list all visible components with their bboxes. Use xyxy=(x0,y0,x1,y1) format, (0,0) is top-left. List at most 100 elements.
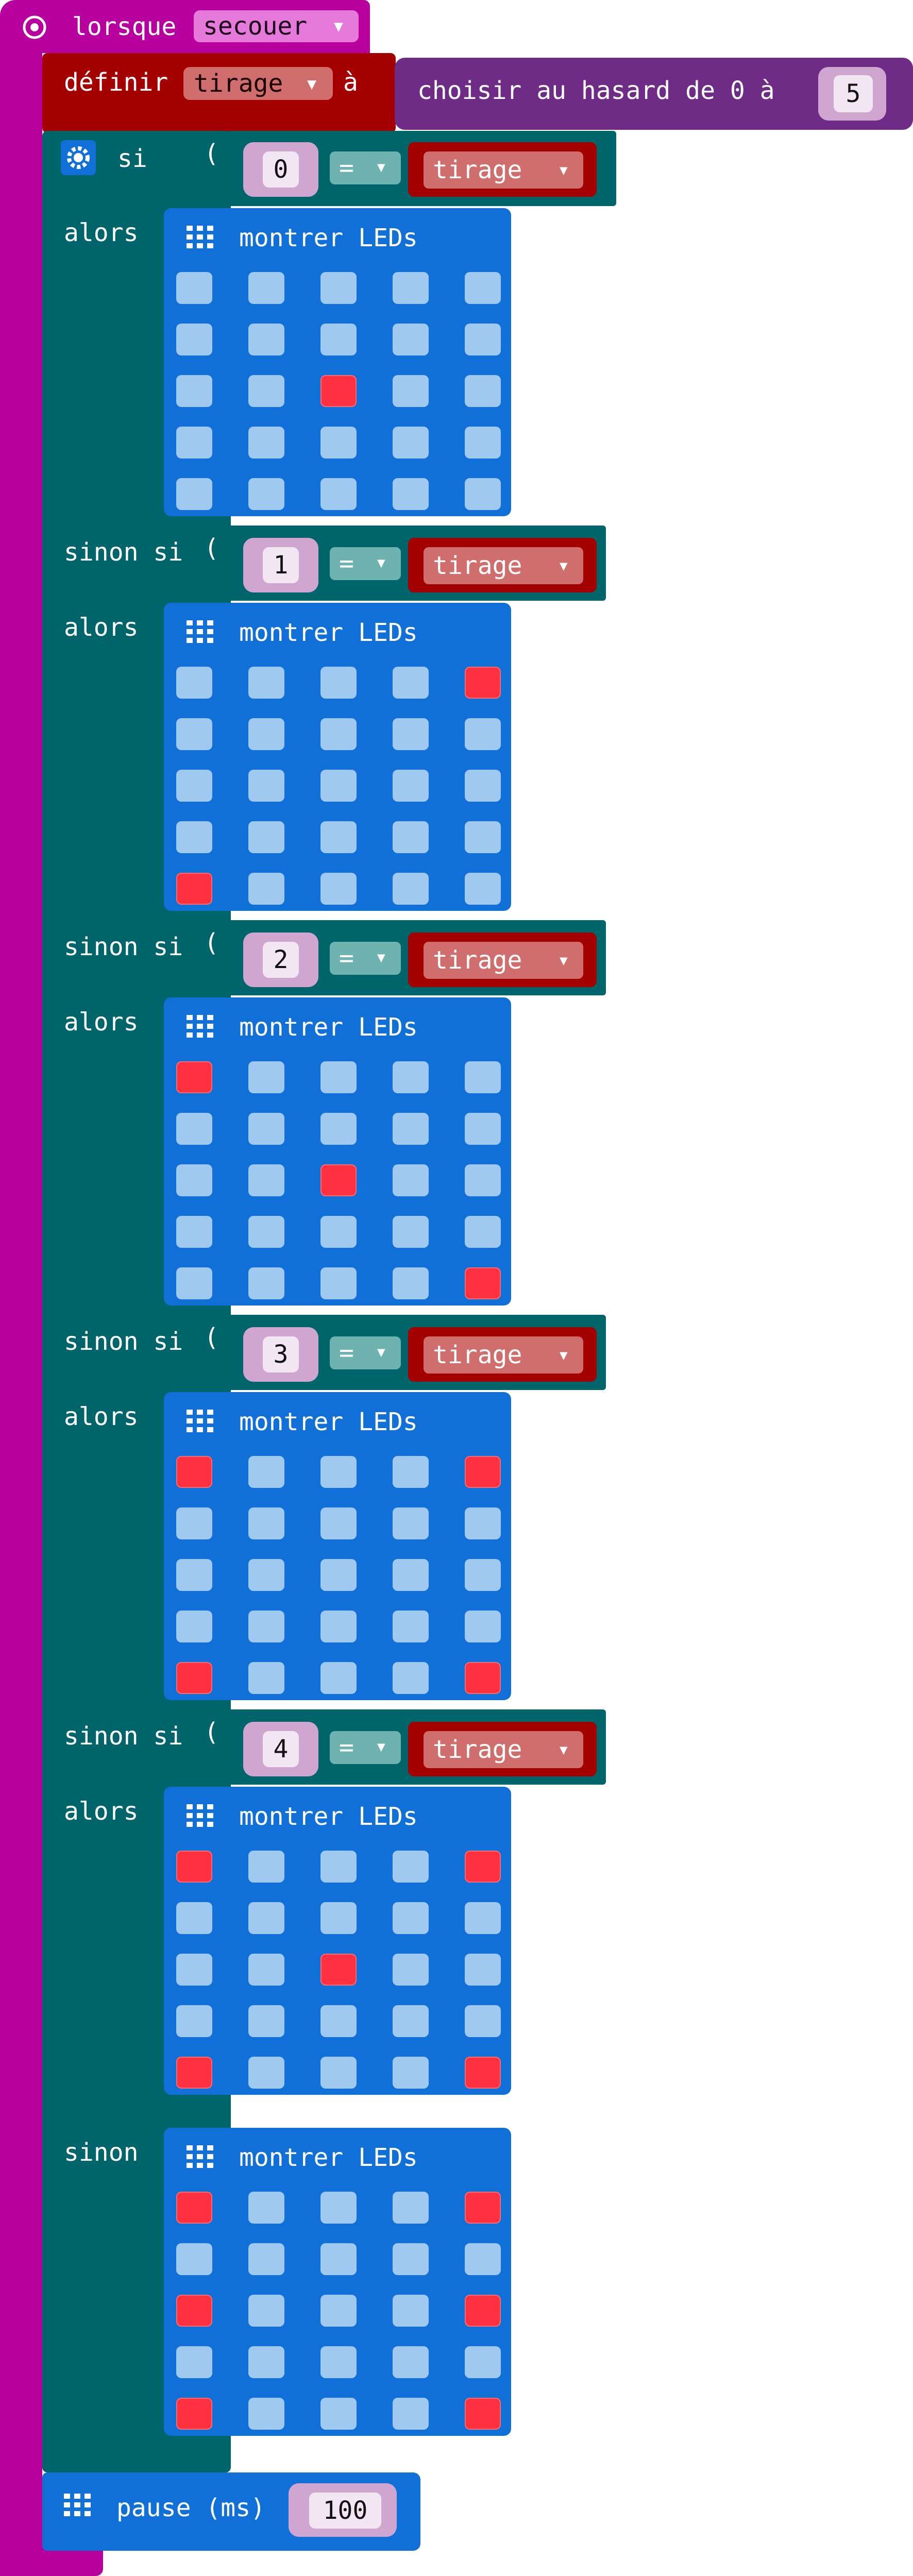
led-cell[interactable] xyxy=(176,2243,212,2275)
compare-left-input[interactable]: 4 xyxy=(243,1722,318,1776)
led-cell[interactable] xyxy=(465,1456,501,1488)
led-cell[interactable] xyxy=(393,1611,429,1642)
led-cell[interactable] xyxy=(465,873,501,905)
led-cell[interactable] xyxy=(320,2346,357,2378)
led-cell[interactable] xyxy=(176,1902,212,1934)
led-cell[interactable] xyxy=(393,324,429,355)
led-cell[interactable] xyxy=(320,272,357,304)
led-cell[interactable] xyxy=(393,375,429,407)
led-cell[interactable] xyxy=(248,770,284,802)
led-cell[interactable] xyxy=(465,1559,501,1591)
variable-dropdown[interactable]: tirage ▼ xyxy=(424,1336,583,1374)
led-cell[interactable] xyxy=(248,718,284,750)
pause-value-input[interactable]: 100 xyxy=(289,2483,397,2537)
led-cell[interactable] xyxy=(320,2243,357,2275)
led-cell[interactable] xyxy=(465,1507,501,1539)
led-cell[interactable] xyxy=(393,1456,429,1488)
led-cell[interactable] xyxy=(176,1216,212,1248)
led-cell[interactable] xyxy=(320,718,357,750)
led-cell[interactable] xyxy=(465,2346,501,2378)
compare-operator-dropdown[interactable]: = ▼ xyxy=(330,151,401,184)
led-cell[interactable] xyxy=(176,427,212,459)
led-cell[interactable] xyxy=(465,1164,501,1196)
led-cell[interactable] xyxy=(320,1216,357,1248)
led-cell[interactable] xyxy=(320,478,357,510)
led-cell[interactable] xyxy=(176,770,212,802)
led-cell[interactable] xyxy=(465,2398,501,2430)
led-cell[interactable] xyxy=(248,821,284,853)
led-cell[interactable] xyxy=(248,1954,284,1986)
led-cell[interactable] xyxy=(393,1164,429,1196)
led-cell[interactable] xyxy=(176,667,212,699)
show-leds-block[interactable] xyxy=(164,603,511,911)
led-cell[interactable] xyxy=(393,2005,429,2037)
compare-operator-dropdown[interactable]: = ▼ xyxy=(330,1731,401,1764)
led-cell[interactable] xyxy=(176,1061,212,1093)
led-cell[interactable] xyxy=(393,1559,429,1591)
led-cell[interactable] xyxy=(176,1507,212,1539)
led-cell[interactable] xyxy=(393,1851,429,1883)
led-cell[interactable] xyxy=(320,1113,357,1145)
led-cell[interactable] xyxy=(248,1113,284,1145)
variable-dropdown[interactable]: tirage ▼ xyxy=(424,151,583,189)
led-cell[interactable] xyxy=(248,427,284,459)
led-cell[interactable] xyxy=(393,2346,429,2378)
led-cell[interactable] xyxy=(248,1611,284,1642)
led-cell[interactable] xyxy=(465,1662,501,1694)
led-cell[interactable] xyxy=(393,667,429,699)
led-cell[interactable] xyxy=(248,1507,284,1539)
led-cell[interactable] xyxy=(320,1456,357,1488)
led-cell[interactable] xyxy=(320,821,357,853)
led-cell[interactable] xyxy=(320,1164,357,1196)
led-cell[interactable] xyxy=(393,1216,429,1248)
variable-dropdown[interactable]: tirage ▼ xyxy=(424,1731,583,1768)
led-cell[interactable] xyxy=(320,1267,357,1299)
led-cell[interactable] xyxy=(176,1851,212,1883)
variable-reporter[interactable]: tirage ▼ xyxy=(408,1722,597,1776)
led-cell[interactable] xyxy=(393,427,429,459)
led-cell[interactable] xyxy=(176,2346,212,2378)
led-cell[interactable] xyxy=(176,1611,212,1642)
led-cell[interactable] xyxy=(320,1902,357,1934)
led-cell[interactable] xyxy=(320,427,357,459)
compare-left-input[interactable]: 2 xyxy=(243,933,318,987)
led-cell[interactable] xyxy=(320,1662,357,1694)
led-cell[interactable] xyxy=(393,2057,429,2089)
led-cell[interactable] xyxy=(393,1113,429,1145)
variable-dropdown[interactable]: tirage ▼ xyxy=(424,547,583,584)
led-cell[interactable] xyxy=(320,667,357,699)
led-cell[interactable] xyxy=(465,324,501,355)
led-cell[interactable] xyxy=(248,2398,284,2430)
led-cell[interactable] xyxy=(248,272,284,304)
led-cell[interactable] xyxy=(465,2005,501,2037)
led-cell[interactable] xyxy=(393,1061,429,1093)
led-cell[interactable] xyxy=(320,873,357,905)
led-cell[interactable] xyxy=(465,1267,501,1299)
compare-left-input[interactable]: 1 xyxy=(243,538,318,592)
led-cell[interactable] xyxy=(393,2295,429,2327)
led-cell[interactable] xyxy=(393,873,429,905)
variable-reporter[interactable]: tirage ▼ xyxy=(408,1327,597,1382)
led-cell[interactable] xyxy=(320,1851,357,1883)
led-cell[interactable] xyxy=(176,1456,212,1488)
led-cell[interactable] xyxy=(320,1061,357,1093)
compare-left-input[interactable]: 0 xyxy=(243,142,318,197)
led-cell[interactable] xyxy=(465,1851,501,1883)
led-cell[interactable] xyxy=(393,1954,429,1986)
led-cell[interactable] xyxy=(393,2398,429,2430)
led-cell[interactable] xyxy=(248,2192,284,2224)
led-cell[interactable] xyxy=(176,1267,212,1299)
led-cell[interactable] xyxy=(320,2398,357,2430)
show-leds-block[interactable] xyxy=(164,997,511,1306)
led-cell[interactable] xyxy=(320,1611,357,1642)
led-cell[interactable] xyxy=(320,2005,357,2037)
led-cell[interactable] xyxy=(465,667,501,699)
variable-reporter[interactable]: tirage ▼ xyxy=(408,538,597,592)
led-cell[interactable] xyxy=(393,1902,429,1934)
led-cell[interactable] xyxy=(176,718,212,750)
led-cell[interactable] xyxy=(176,1954,212,1986)
led-cell[interactable] xyxy=(465,2057,501,2089)
led-cell[interactable] xyxy=(176,2295,212,2327)
led-cell[interactable] xyxy=(248,873,284,905)
led-cell[interactable] xyxy=(320,324,357,355)
